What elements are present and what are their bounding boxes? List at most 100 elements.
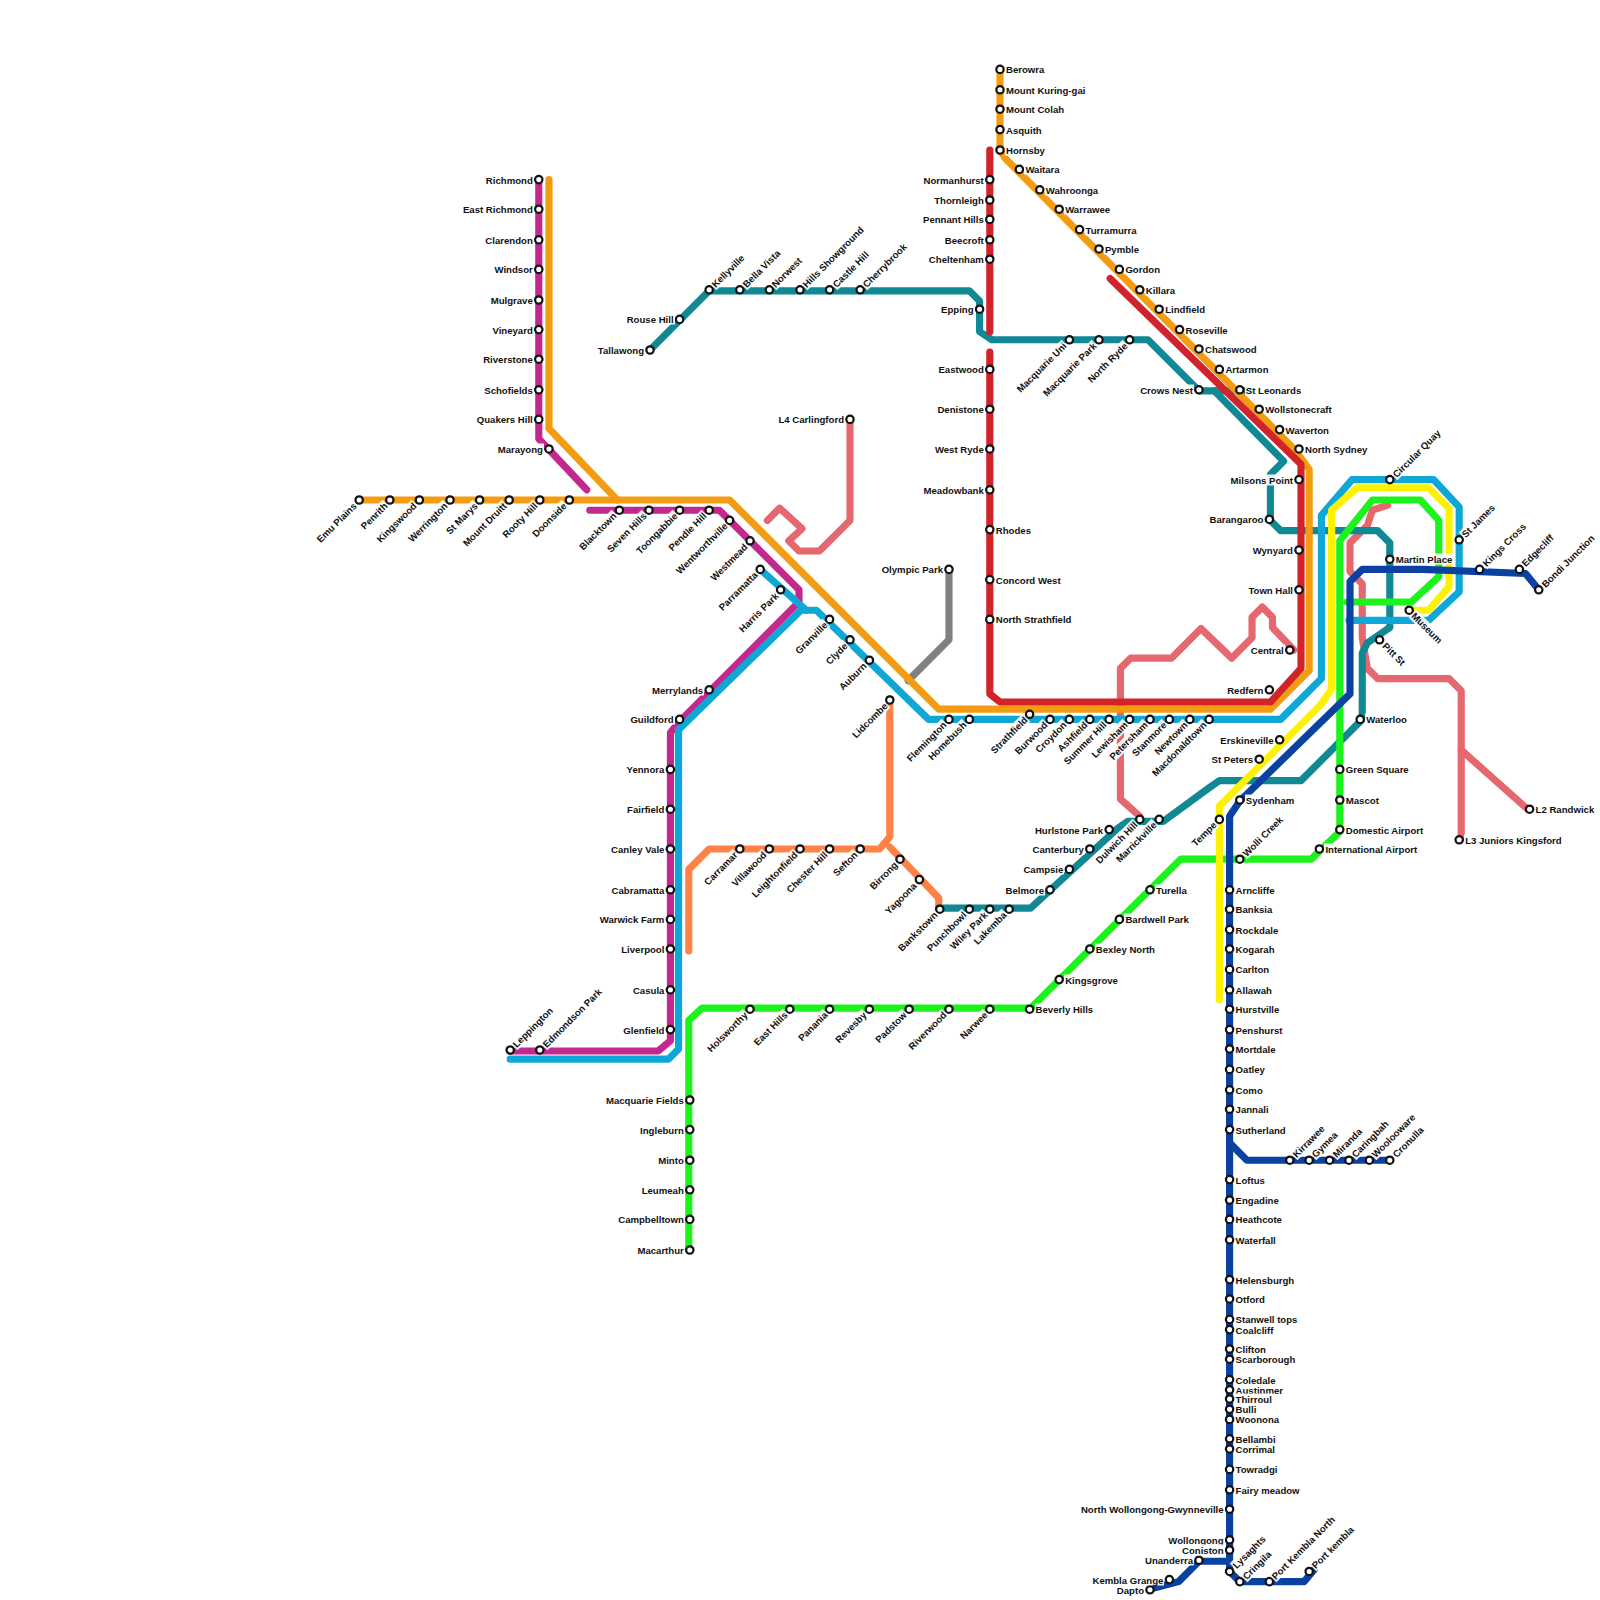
station-dot <box>1106 716 1113 723</box>
station-label: Sydenham <box>1245 795 1296 806</box>
station-dot <box>1046 716 1053 723</box>
station-label: Campbelltown <box>617 1214 685 1225</box>
station-dot <box>945 566 952 573</box>
station-dot <box>1095 245 1102 252</box>
station-dot <box>1026 1006 1033 1013</box>
station-dot <box>996 66 1003 73</box>
station-label: Mascot <box>1345 795 1380 806</box>
station-dot <box>1357 716 1364 723</box>
station-dot <box>1126 336 1133 343</box>
station-dot <box>1226 1376 1233 1383</box>
station-label: Leumeah <box>641 1184 685 1195</box>
station-label: Marayong <box>497 443 544 454</box>
station-label: Rouse Hill <box>626 314 675 325</box>
station-dot <box>736 845 743 852</box>
station-label: Woonona <box>1235 1414 1281 1425</box>
station-label: St James <box>1459 501 1498 540</box>
station-dot <box>986 445 993 452</box>
station-label: Tempe <box>1189 819 1220 850</box>
station-label: Fairfield <box>626 804 665 815</box>
station-dot <box>1226 1546 1233 1553</box>
station-label: Guildford <box>629 714 674 725</box>
station-dot <box>1295 445 1302 452</box>
station-label: Pymble <box>1104 243 1140 254</box>
station-dot <box>686 1157 693 1164</box>
station-dot <box>667 886 674 893</box>
station-dot <box>986 236 993 243</box>
station-label: Edgecliff <box>1519 532 1557 570</box>
station-label: Revesby <box>833 1009 870 1046</box>
station-dot <box>1056 206 1063 213</box>
station-label: Pennant Hills <box>922 214 985 225</box>
station-label: Como <box>1235 1084 1264 1095</box>
station-dot <box>757 566 764 573</box>
station-dot <box>1226 1006 1233 1013</box>
station-label: Crows Nest <box>1139 384 1194 395</box>
station-dot <box>1236 1578 1243 1585</box>
station-dot <box>1195 345 1202 352</box>
station-dot <box>1146 1586 1153 1593</box>
station-label: Emu Plains <box>314 500 360 546</box>
station-dot <box>1095 336 1102 343</box>
station-dot <box>1226 886 1233 893</box>
station-dot <box>536 496 543 503</box>
station-label: Macquarie Fields <box>605 1095 685 1106</box>
station-dot <box>857 845 864 852</box>
station-dot <box>1195 1557 1202 1564</box>
station-dot <box>535 326 542 333</box>
station-label: St Peters <box>1211 754 1255 765</box>
station-dot <box>1456 836 1463 843</box>
station-label: Meadowbank <box>923 484 985 495</box>
station-dot <box>986 196 993 203</box>
station-label: Pitt St <box>1379 639 1408 668</box>
station-dot <box>536 1046 543 1053</box>
station-label: Towradgi <box>1235 1464 1279 1475</box>
station-dot <box>667 806 674 813</box>
station-label: Birrong <box>867 859 901 893</box>
station-dot <box>986 616 993 623</box>
station-label: Redfern <box>1226 684 1264 695</box>
station-label: L4 Carlingford <box>777 414 845 425</box>
station-label: Beecroft <box>944 234 985 245</box>
station-dot <box>1276 736 1283 743</box>
station-dot <box>1336 826 1343 833</box>
station-dot <box>506 496 513 503</box>
station-label: Olympic Park <box>881 564 944 575</box>
station-label: Wolli Creek <box>1239 814 1285 860</box>
station-label: Waverton <box>1285 424 1330 435</box>
station-label: Mulgrave <box>490 295 534 306</box>
station-label: Cabramatta <box>611 884 666 895</box>
station-label: Lindfield <box>1164 304 1206 315</box>
station-label: East Richmond <box>462 204 534 215</box>
station-dot <box>1056 976 1063 983</box>
station-dot <box>686 1096 693 1103</box>
station-dot <box>667 945 674 952</box>
station-dot <box>566 496 573 503</box>
station-dot <box>1006 906 1013 913</box>
station-label: Cherrybrook <box>860 240 910 290</box>
station-label: Gordon <box>1124 264 1161 275</box>
station-dot <box>1366 1157 1373 1164</box>
station-dot <box>1226 1126 1233 1133</box>
station-dot <box>846 636 853 643</box>
station-dot <box>1226 1276 1233 1283</box>
station-dot <box>1276 426 1283 433</box>
station-label: Windsor <box>493 264 533 275</box>
station-dot <box>1456 536 1463 543</box>
station-dot <box>936 906 943 913</box>
station-label: Schofields <box>483 384 534 395</box>
station-label: Yagoona <box>882 879 919 916</box>
station-dot <box>1156 306 1163 313</box>
station-label: Auburn <box>836 660 869 693</box>
station-dot <box>777 586 784 593</box>
station-label: Campsie <box>1022 864 1064 875</box>
station-dot <box>667 986 674 993</box>
station-label: Waterloo <box>1365 714 1408 725</box>
station-label: Warrawee <box>1064 204 1111 215</box>
station-dot <box>446 496 453 503</box>
station-dot <box>416 496 423 503</box>
station-dot <box>686 1186 693 1193</box>
station-dot <box>1066 336 1073 343</box>
